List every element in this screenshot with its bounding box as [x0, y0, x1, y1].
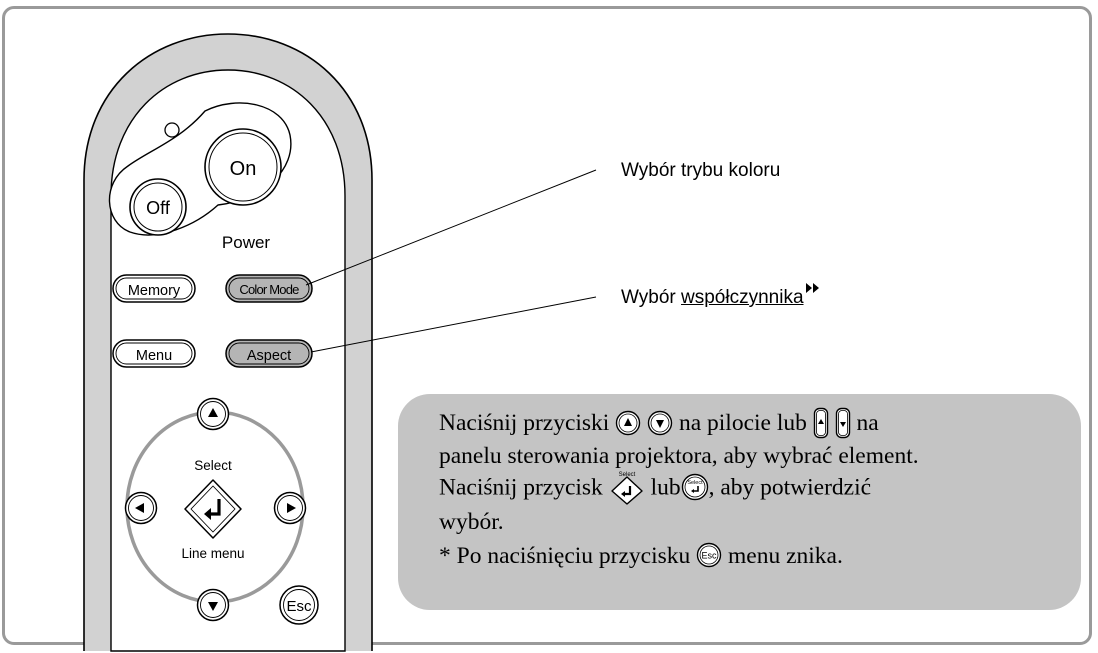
- up-arrow-icon: [208, 408, 218, 417]
- menu-label: Menu: [136, 348, 172, 364]
- instruction-text: na pilocie lub: [678, 410, 807, 436]
- color-mode-leader-line: [305, 169, 597, 286]
- menu-button[interactable]: Menu: [112, 339, 196, 368]
- instruction-line-2: panelu sterowania projektora, aby wybrać…: [439, 442, 919, 469]
- remote-up-button-icon: [616, 410, 641, 435]
- power-off-button[interactable]: Off: [129, 178, 187, 236]
- left-arrow-button[interactable]: [124, 491, 158, 525]
- aspect-leader-line: [310, 296, 597, 353]
- down-arrow-icon: [208, 602, 218, 611]
- panel-up-button-icon: [813, 407, 828, 438]
- instruction-text: lub: [650, 474, 681, 500]
- instruction-line-4: wybór.: [439, 508, 504, 535]
- enter-icon: [209, 499, 221, 516]
- left-arrow-icon: [135, 503, 144, 513]
- down-arrow-button[interactable]: [196, 588, 230, 622]
- aspect-label: Aspect: [247, 348, 291, 364]
- instruction-line-5: * Po naciśnięciu przycisku Esc menu znik…: [439, 541, 1081, 571]
- indicator-lamp: [164, 122, 180, 138]
- aspect-button[interactable]: Aspect: [225, 339, 313, 368]
- color-mode-callout: Wybór trybu koloru: [621, 160, 780, 182]
- esc-button[interactable]: Esc: [279, 585, 319, 625]
- select-button[interactable]: [184, 479, 242, 539]
- power-off-label: Off: [146, 198, 171, 218]
- instruction-text: menu znika.: [728, 542, 843, 569]
- esc-label: Esc: [286, 598, 312, 615]
- line-menu-label: Line menu: [181, 546, 244, 561]
- memory-label: Memory: [128, 283, 181, 299]
- power-on-button[interactable]: On: [204, 128, 282, 206]
- aspect-glossary-link[interactable]: współczynnika: [681, 287, 804, 308]
- select-label: Select: [194, 458, 232, 473]
- instruction-text: * Po naciśnięciu przycisku: [439, 542, 691, 569]
- instruction-line-1: Naciśnij przyciski na pilocie lub na: [439, 407, 1081, 441]
- power-label: Power: [222, 233, 271, 252]
- power-on-label: On: [230, 158, 257, 180]
- instruction-text: Naciśnij przycisk: [439, 474, 603, 500]
- esc-button-icon: Esc: [696, 543, 722, 568]
- right-arrow-button[interactable]: [273, 491, 307, 525]
- svg-text:Select: Select: [618, 472, 635, 478]
- svg-text:Esc: Esc: [702, 551, 718, 561]
- double-arrow-icon: [805, 283, 819, 293]
- instruction-text: na: [856, 410, 879, 436]
- up-arrow-button[interactable]: [196, 397, 230, 431]
- aspect-callout-prefix: Wybór: [621, 287, 682, 308]
- panel-select-button-icon: Select: [681, 473, 708, 500]
- instruction-text: Naciśnij przyciski: [439, 410, 610, 436]
- instruction-text: , aby potwierdzić: [708, 474, 872, 500]
- remote-select-button-icon: Select: [610, 472, 643, 505]
- color-mode-label: Color Mode: [239, 282, 299, 297]
- color-mode-button[interactable]: Color Mode: [225, 274, 313, 303]
- instruction-line-3: Naciśnij przycisk Select lub Select , aby …: [439, 471, 1081, 507]
- panel-down-button-icon: [835, 407, 850, 438]
- color-mode-callout-text: Wybór trybu koloru: [621, 160, 781, 181]
- right-arrow-icon: [287, 503, 296, 513]
- remote-down-button-icon: [647, 410, 673, 435]
- instruction-box: Naciśnij przyciski na pilocie lub na pan…: [398, 394, 1081, 610]
- aspect-callout: Wybór współczynnika: [621, 283, 820, 309]
- svg-text:Select: Select: [687, 480, 703, 486]
- memory-button[interactable]: Memory: [112, 274, 196, 303]
